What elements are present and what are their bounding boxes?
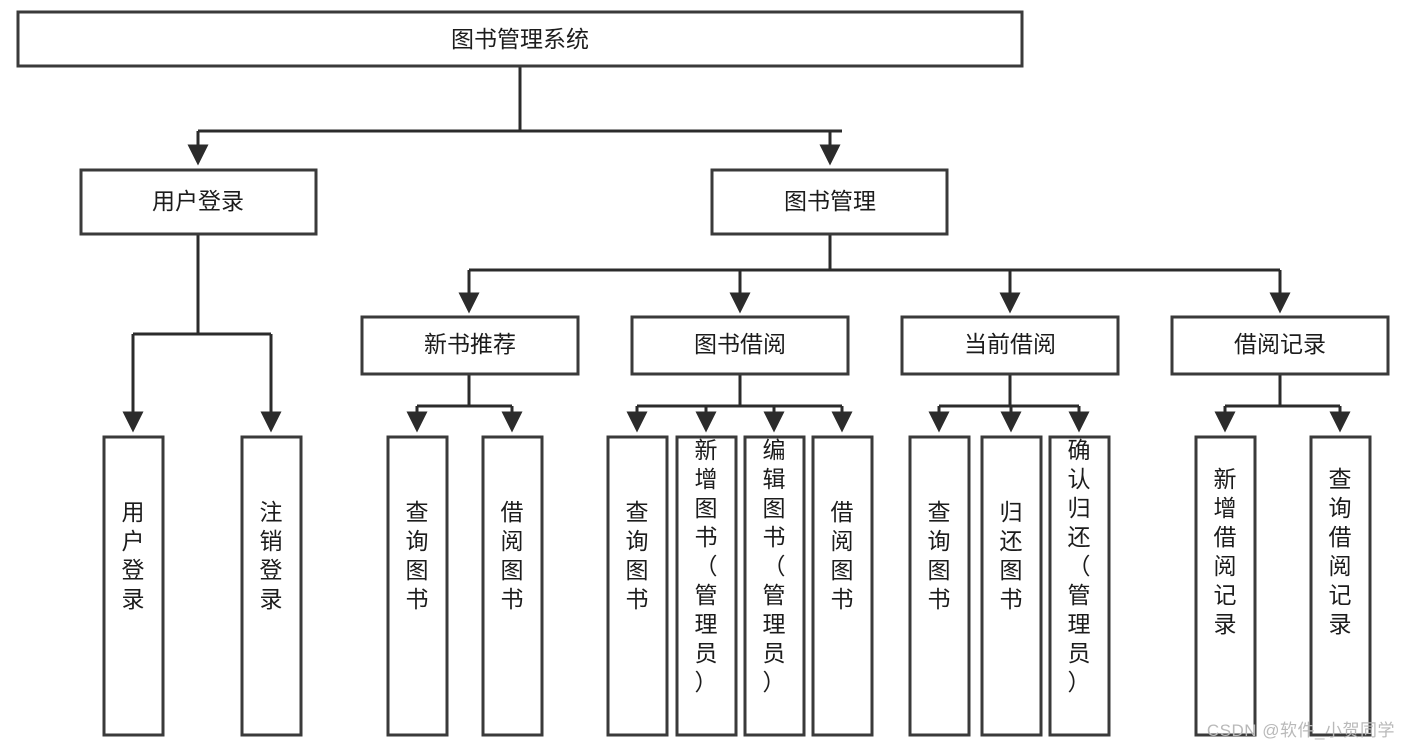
- node-current-borrow-label: 当前借阅: [964, 331, 1056, 357]
- node-leaf-query-record-label: 查询借阅记录: [1329, 466, 1352, 637]
- node-leaf-user-login-label: 用户登录: [122, 499, 145, 612]
- connector-current-borrow-to-leaves: [928, 375, 1090, 433]
- node-leaf-confirm-return[interactable]: 确认归还（管理员）: [1048, 435, 1111, 737]
- node-borrow-record[interactable]: 借阅记录: [1170, 315, 1390, 376]
- connector-book-borrow-to-leaves: [626, 375, 853, 433]
- connector-root-to-level2: [187, 66, 842, 166]
- node-leaf-add-record[interactable]: 新增借阅记录: [1194, 435, 1257, 737]
- node-leaf-edit-book[interactable]: 编辑图书（管理员）: [743, 435, 806, 737]
- node-leaf-return-book[interactable]: 归还图书: [980, 435, 1043, 737]
- node-leaf-borrow-book-2[interactable]: 借阅图书: [811, 435, 874, 737]
- node-leaf-edit-book-label: 编辑图书（管理员）: [763, 437, 786, 695]
- node-new-book-recommend-label: 新书推荐: [424, 331, 516, 357]
- node-root[interactable]: 图书管理系统: [16, 10, 1024, 68]
- node-leaf-borrow-book-1[interactable]: 借阅图书: [481, 435, 544, 737]
- node-leaf-query-book-1-label: 查询图书: [406, 499, 429, 612]
- connector-new-book-recommend-to-leaves: [406, 375, 523, 433]
- connector-user-login-to-leaves: [122, 234, 282, 433]
- node-borrow-record-label: 借阅记录: [1234, 331, 1326, 357]
- node-new-book-recommend[interactable]: 新书推荐: [360, 315, 580, 376]
- node-leaf-add-record-label: 新增借阅记录: [1214, 466, 1237, 637]
- node-book-borrow-label: 图书借阅: [694, 331, 786, 357]
- node-user-login[interactable]: 用户登录: [79, 168, 318, 236]
- node-leaf-query-book-2[interactable]: 查询图书: [606, 435, 669, 737]
- node-leaf-query-book-2-label: 查询图书: [626, 499, 649, 612]
- connector-book-management-to-level3: [458, 234, 1291, 314]
- csdn-watermark: CSDN @软件_小贺同学: [1206, 721, 1395, 740]
- node-leaf-borrow-book-2-label: 借阅图书: [831, 499, 854, 612]
- node-leaf-add-book-label: 新增图书（管理员）: [695, 437, 718, 695]
- node-leaf-logout-login[interactable]: 注销登录: [240, 435, 303, 737]
- node-leaf-logout-login-label: 注销登录: [260, 499, 283, 612]
- node-book-borrow[interactable]: 图书借阅: [630, 315, 850, 376]
- node-leaf-query-book-3[interactable]: 查询图书: [908, 435, 971, 737]
- node-user-login-label: 用户登录: [152, 188, 244, 214]
- node-current-borrow[interactable]: 当前借阅: [900, 315, 1120, 376]
- node-leaf-query-record[interactable]: 查询借阅记录: [1309, 435, 1372, 737]
- node-leaf-return-book-label: 归还图书: [1000, 499, 1023, 612]
- node-leaf-query-book-1[interactable]: 查询图书: [386, 435, 449, 737]
- connector-borrow-record-to-leaves: [1214, 375, 1351, 433]
- node-root-label: 图书管理系统: [451, 26, 589, 52]
- node-leaf-add-book[interactable]: 新增图书（管理员）: [675, 435, 738, 737]
- node-leaf-query-book-3-label: 查询图书: [928, 499, 951, 612]
- node-book-management[interactable]: 图书管理: [710, 168, 949, 236]
- node-book-management-label: 图书管理: [784, 188, 876, 214]
- node-leaf-confirm-return-label: 确认归还（管理员）: [1068, 437, 1091, 695]
- node-leaf-user-login[interactable]: 用户登录: [102, 435, 165, 737]
- node-leaf-borrow-book-1-label: 借阅图书: [501, 499, 524, 612]
